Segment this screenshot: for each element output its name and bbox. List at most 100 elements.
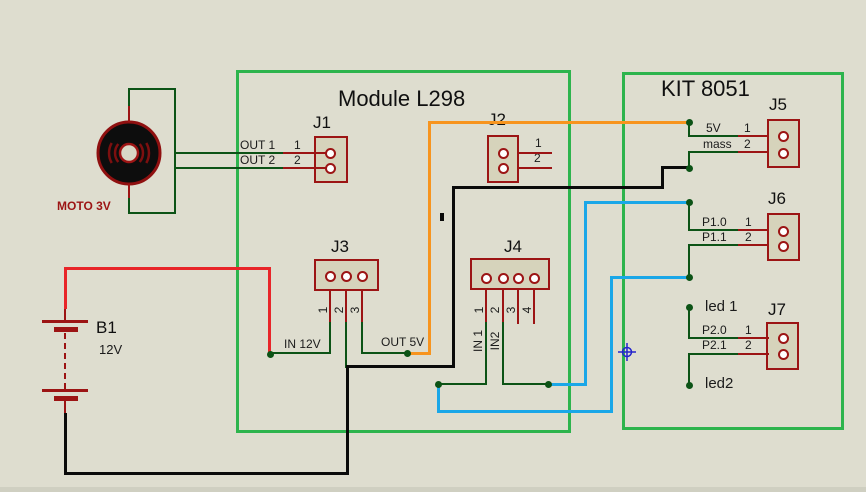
connector-j5[interactable]: [767, 119, 800, 168]
j2-pin-1[interactable]: [498, 148, 509, 159]
wire-p10-h[interactable]: [688, 229, 738, 231]
wire-j4-pin1-h[interactable]: [440, 383, 487, 385]
wire-mass-drop[interactable]: [688, 151, 690, 169]
j5-pin-1[interactable]: [778, 131, 789, 142]
wire-led1-drop[interactable]: [688, 307, 690, 339]
wire-5v-orange-h1[interactable]: [407, 352, 431, 355]
wire-gnd-v3[interactable]: [452, 186, 455, 368]
j3-pin-1[interactable]: [325, 271, 336, 282]
battery-top-stub: [64, 307, 66, 322]
wire-motor-v[interactable]: [174, 88, 176, 214]
battery-dashed-link: [64, 333, 66, 389]
wire-j4-pin2-v[interactable]: [502, 322, 504, 385]
wire-mass-h[interactable]: [688, 151, 738, 153]
net-label-5v: 5V: [706, 121, 721, 135]
junction-p10: [686, 199, 693, 206]
j4-pin3-number: 3: [504, 306, 518, 314]
j4-pin-4[interactable]: [529, 273, 540, 284]
j3-pin-3[interactable]: [357, 271, 368, 282]
wire-j4-pin2-h[interactable]: [502, 383, 549, 385]
wire-12v-red-v2[interactable]: [268, 267, 271, 355]
wire-p10-drop[interactable]: [688, 202, 690, 231]
j6-pin-1[interactable]: [778, 226, 789, 237]
battery-value: 12V: [99, 342, 123, 357]
wire-gnd-h4[interactable]: [661, 166, 690, 169]
wire-motor-bottom[interactable]: [128, 198, 130, 213]
wire-5v-drop[interactable]: [688, 122, 690, 137]
motor-bottom-terminal: [128, 184, 130, 199]
wire-p11-h[interactable]: [688, 244, 738, 246]
wire-in12v-h[interactable]: [269, 352, 331, 354]
wire-in1-blue-v2[interactable]: [610, 276, 613, 413]
j1-name: J1: [313, 113, 331, 132]
wire-out5v-h[interactable]: [361, 352, 408, 354]
j5-pin-2[interactable]: [778, 148, 789, 159]
j4-pin-3[interactable]: [513, 273, 524, 284]
wire-gnd-v4[interactable]: [661, 167, 664, 189]
j4-name: J4: [504, 237, 522, 256]
j4-pin1-stub: [485, 290, 487, 323]
wire-5v-orange-h2[interactable]: [428, 121, 690, 124]
wire-j3-pin1-v[interactable]: [329, 322, 331, 354]
wire-gnd-h1[interactable]: [64, 472, 349, 475]
wire-motor-top[interactable]: [128, 88, 130, 106]
wire-gnd-v2[interactable]: [346, 366, 349, 475]
wire-j3-pin3-v[interactable]: [361, 322, 363, 354]
wire-gnd-v1[interactable]: [64, 413, 67, 475]
net-label-led2: led2: [705, 375, 734, 392]
wire-led2-drop[interactable]: [688, 353, 690, 386]
j4-pin4-stub: [533, 290, 535, 324]
j7-pin-1[interactable]: [778, 333, 789, 344]
j7-pin-2[interactable]: [778, 349, 789, 360]
j1-pin-2[interactable]: [325, 163, 336, 174]
j2-pin1-number: 1: [535, 136, 542, 150]
wire-p21-h[interactable]: [688, 353, 738, 355]
j6-name: J6: [768, 189, 786, 208]
wire-j4-pin1-v[interactable]: [485, 322, 487, 385]
junction-p11: [686, 274, 693, 281]
battery-plate-short-top: [54, 327, 78, 332]
wire-in1-blue-h2[interactable]: [610, 276, 690, 279]
connector-j7[interactable]: [766, 322, 799, 370]
net-label-in12v: IN 12V: [284, 337, 321, 351]
connector-j2[interactable]: [487, 135, 519, 183]
j3-pin-2[interactable]: [341, 271, 352, 282]
wire-12v-red-v1[interactable]: [64, 267, 67, 309]
net-label-in1: IN 1: [471, 329, 485, 353]
wire-in2-blue-h2[interactable]: [584, 201, 690, 204]
j4-pin-2[interactable]: [498, 273, 509, 284]
wire-motor-bottom-h[interactable]: [128, 212, 176, 214]
j3-pin2-number: 2: [332, 306, 346, 314]
wire-in1-blue-h1[interactable]: [437, 410, 613, 413]
j3-pin3-number: 3: [348, 306, 362, 314]
wire-p11-drop[interactable]: [688, 244, 690, 279]
wire-gnd-h3[interactable]: [452, 186, 664, 189]
connector-j6[interactable]: [767, 213, 800, 261]
wire-p20-h[interactable]: [688, 337, 738, 339]
j1-pin-1[interactable]: [325, 148, 336, 159]
wire-gnd-h2[interactable]: [346, 365, 455, 368]
wire-j3-pin2-v[interactable]: [345, 322, 347, 368]
kit-8051-title: KIT 8051: [661, 76, 750, 101]
battery-ref: B1: [96, 318, 117, 337]
wire-12v-red-h[interactable]: [64, 267, 271, 270]
wire-out1[interactable]: [175, 152, 283, 154]
wire-motor-top-h[interactable]: [128, 88, 176, 90]
kit-8051-boundary[interactable]: [622, 72, 844, 430]
j4-pin-1[interactable]: [481, 273, 492, 284]
j6-pin2-stub: [737, 244, 769, 246]
j2-pin-2[interactable]: [498, 163, 509, 174]
wire-5v-h[interactable]: [688, 135, 738, 137]
net-label-out2: OUT 2: [240, 153, 276, 167]
j6-pin-2[interactable]: [778, 241, 789, 252]
wire-in2-blue-v[interactable]: [584, 201, 587, 386]
wire-in2-blue-h1[interactable]: [548, 383, 587, 386]
dc-motor-symbol[interactable]: [94, 118, 164, 188]
wire-out2[interactable]: [175, 167, 283, 169]
wire-in1-blue-v1[interactable]: [437, 384, 440, 413]
module-l298-boundary[interactable]: [236, 70, 571, 433]
wire-5v-orange-v[interactable]: [428, 121, 431, 355]
connector-j1[interactable]: [314, 136, 348, 183]
j7-pin2-stub: [737, 353, 769, 355]
